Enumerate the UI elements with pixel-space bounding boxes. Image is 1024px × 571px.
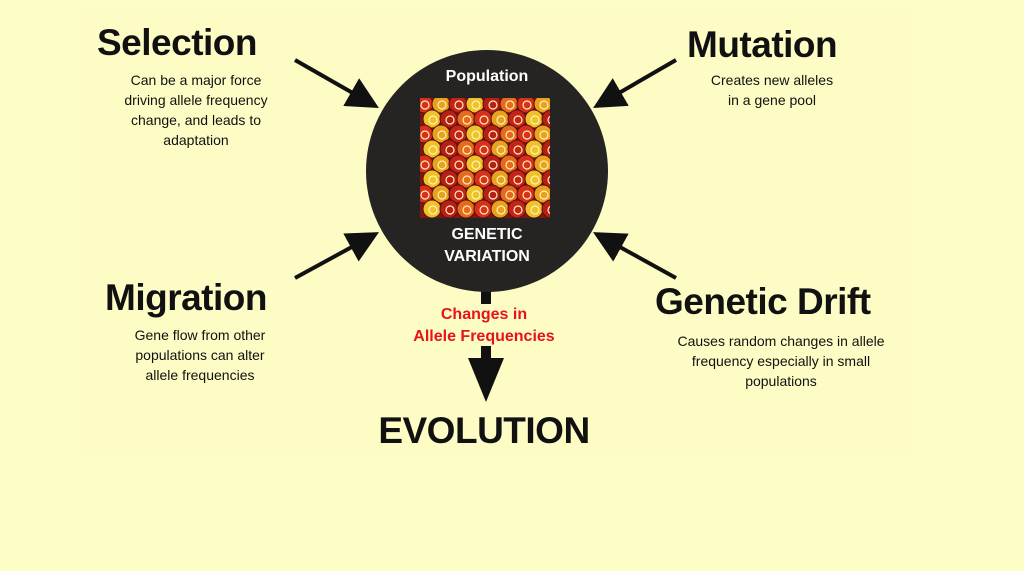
mutation-description: Creates new alleles in a gene pool [710,72,834,108]
snail-shell-whorl [437,130,447,140]
snail-shell-whorl [539,190,549,200]
snail-shell [541,139,550,159]
snail-shell-whorl [496,145,506,155]
snail-shell-whorl [479,145,489,155]
snail-shell-whorl [513,205,523,215]
snail-shell-whorl [505,160,515,170]
snail-shell-whorl [505,100,515,110]
snail-shell [439,199,459,218]
population-label: Population [445,68,529,85]
snail-shell-whorl [445,145,455,155]
snail-shell-whorl [547,175,550,185]
snail-shell [456,199,476,218]
snail-shell-whorl [522,130,532,140]
snail-shell-whorl [445,205,455,215]
migration-title: Migration [105,277,267,318]
selection-title: Selection [97,22,258,63]
snail-shell [541,109,550,129]
snail-shell [473,199,493,218]
snail-shell-whorl [437,100,447,110]
snail-shell-whorl [496,175,506,185]
snail-shell [541,169,550,189]
snail-shell-whorl [496,115,506,125]
genetic-drift-description: Causes random changes in allele frequenc… [677,333,885,389]
snail-shell-whorl [488,190,498,200]
evolution-label: EVOLUTION [378,410,590,451]
snail-shell-whorl [488,160,498,170]
snail-shell-whorl [530,145,540,155]
snail-shell-whorl [513,175,523,185]
snail-shell-whorl [513,145,523,155]
snail-shell-whorl [539,130,549,140]
snail-shell-whorl [445,115,455,125]
snail-shell-whorl [428,205,438,215]
snail-shell-whorl [462,205,472,215]
snail-shell-whorl [420,160,430,170]
snail-shell-whorl [454,160,464,170]
snail-shell-whorl [522,160,532,170]
snail-shell-whorl [505,130,515,140]
snail-shell-whorl [428,145,438,155]
snail-shell [490,199,510,218]
snail-shell-whorl [513,115,523,125]
snail-shell-whorl [530,175,540,185]
snail-shell-whorl [530,115,540,125]
snail-shell-whorl [547,205,550,215]
snail-shell [541,199,550,218]
mutation-title: Mutation [687,24,838,65]
allele-change-label: Changes in Allele Frequencies [413,306,555,345]
snail-shell-whorl [488,100,498,110]
snail-shell-whorl [454,100,464,110]
snail-shell-whorl [471,160,481,170]
genetic-variation-label: GENETIC VARIATION [444,226,530,265]
migration-description: Gene flow from other populations can alt… [134,327,266,383]
snail-shells-image [420,98,550,218]
snail-shell-whorl [437,160,447,170]
snail-shell-whorl [547,145,550,155]
snail-shell-whorl [539,100,549,110]
snail-shell-whorl [462,145,472,155]
snail-shell-whorl [496,205,506,215]
snail-shell-whorl [420,100,430,110]
snail-shell-whorl [462,115,472,125]
snail-shell-whorl [454,130,464,140]
snail-shell-whorl [471,190,481,200]
snail-shell [422,199,442,218]
snail-shell-whorl [530,205,540,215]
snail-shell-whorl [479,115,489,125]
snail-shell-whorl [522,100,532,110]
snail-shell-whorl [428,175,438,185]
snail-shell-whorl [522,190,532,200]
snail-shell-whorl [462,175,472,185]
snail-shell-whorl [539,160,549,170]
snail-shell-whorl [471,130,481,140]
snail-shell-whorl [420,130,430,140]
snail-shell-whorl [437,190,447,200]
snail-shell-whorl [547,115,550,125]
snail-shell [507,199,527,218]
snail-shell-whorl [488,130,498,140]
snail-shell-whorl [479,205,489,215]
snail-shell-whorl [445,175,455,185]
snail-shell-whorl [505,190,515,200]
snail-shell [524,199,544,218]
snail-shell-whorl [479,175,489,185]
snail-shell-whorl [420,190,430,200]
snail-shell-whorl [471,100,481,110]
genetic-drift-title: Genetic Drift [655,281,871,322]
snail-shell-whorl [454,190,464,200]
selection-description: Can be a major force driving allele freq… [124,72,268,148]
snail-shell-whorl [428,115,438,125]
